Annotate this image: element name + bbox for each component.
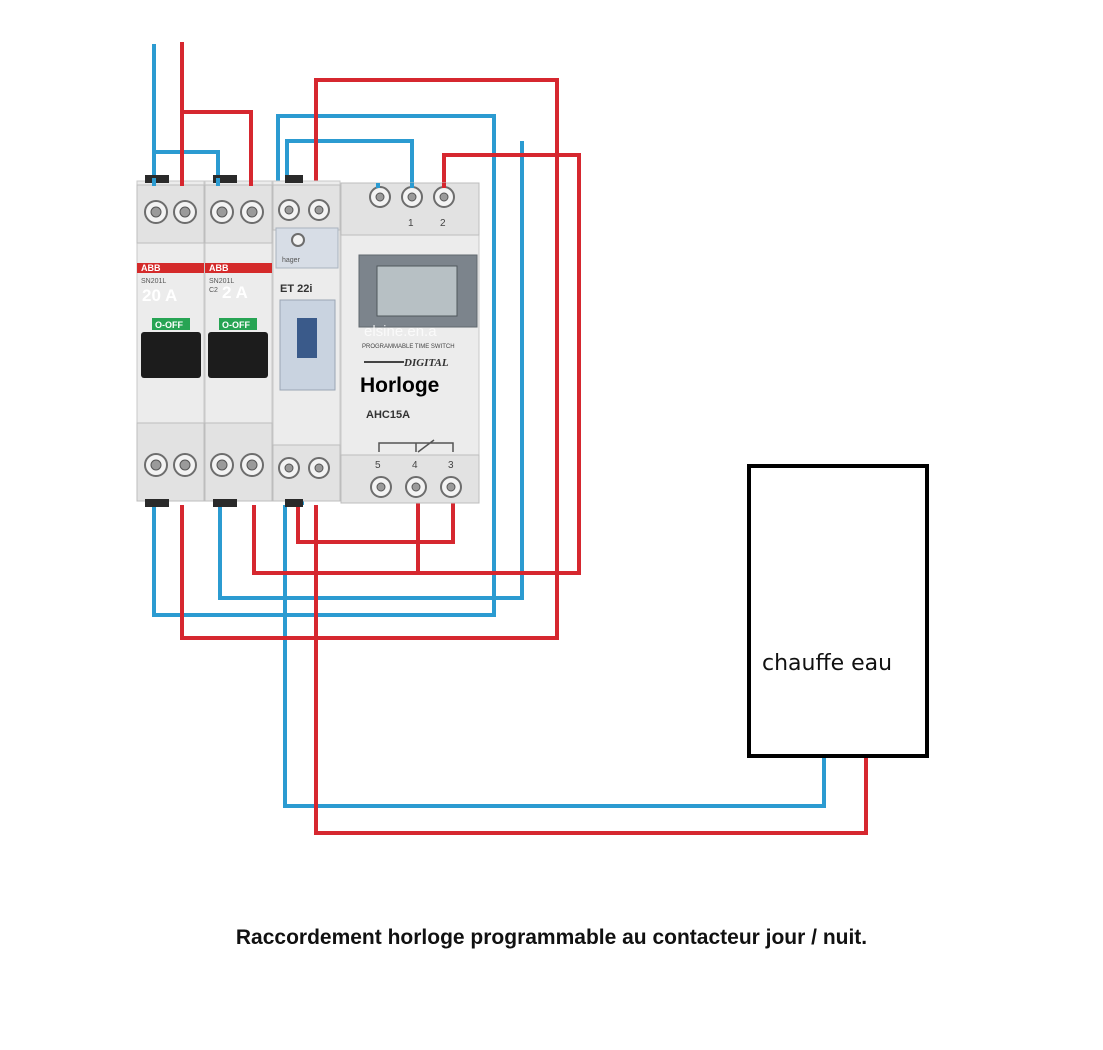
phase-clock-out-wire — [252, 153, 581, 575]
screw-icon — [179, 206, 191, 218]
clock-brand: DIGITAL — [403, 357, 449, 369]
screw-icon — [439, 192, 449, 202]
screw-icon — [284, 205, 294, 215]
screw-icon — [216, 206, 228, 218]
terminal-number-3: 3 — [448, 460, 454, 471]
code-label: C2 — [209, 287, 218, 294]
phase-coil-wire — [296, 485, 455, 544]
coil-screw-icon — [291, 233, 305, 247]
din-clip — [285, 175, 303, 183]
phase-load-wire — [314, 505, 868, 835]
day-night-contactor: hager ET 22i — [272, 175, 341, 507]
heater-box — [747, 464, 929, 758]
abb-band — [205, 263, 272, 273]
contactor-slider — [297, 318, 317, 358]
rating-label: 20 A — [142, 286, 177, 305]
relay-symbol — [378, 439, 454, 453]
lever-status — [152, 318, 190, 330]
neutral-load-wire — [283, 505, 826, 808]
brand-label: ABB — [209, 263, 229, 273]
din-clip — [145, 175, 169, 183]
breaker-lever — [141, 332, 201, 378]
neutral-clock-top-wire — [285, 139, 414, 185]
screw-icon — [375, 192, 385, 202]
screw-icon — [407, 192, 417, 202]
watermark: elsine.en.a — [364, 323, 437, 340]
terminal-number-1: 1 — [408, 218, 414, 229]
breaker-lever — [208, 332, 268, 378]
rating-label: 2 A — [222, 283, 248, 302]
contactor-model: ET 22i — [280, 283, 312, 295]
clock-label: Horloge — [360, 374, 439, 397]
screw-icon — [246, 459, 258, 471]
clock-body — [340, 182, 480, 504]
breaker-2a: ABB SN201L C2 2 A O-OFF — [204, 175, 273, 507]
din-clip — [213, 175, 237, 183]
screw-icon — [216, 459, 228, 471]
phase-bridge-wire — [182, 110, 253, 185]
screw-icon — [411, 482, 421, 492]
screw-icon — [150, 459, 162, 471]
screw-icon — [150, 206, 162, 218]
neutral-bridge-wire — [154, 150, 220, 185]
clock-model: AHC15A — [366, 409, 410, 421]
neutral-return-wire — [218, 141, 524, 600]
breaker-20a: ABB SN201L 20 A O-OFF — [136, 175, 205, 507]
din-clip — [285, 499, 303, 507]
screw-icon — [179, 459, 191, 471]
brand-label: ABB — [141, 263, 161, 273]
model-label: SN201L — [141, 278, 166, 285]
screw-icon — [446, 482, 456, 492]
terminal-number-2: 2 — [440, 218, 446, 229]
lever-status-text: O-OFF — [155, 320, 183, 330]
phase-clock-feed-wire — [180, 78, 559, 640]
terminal-number-4: 4 — [412, 460, 418, 471]
time-switch: 1 2 elsine.en.a PROGRAMMABLE TIME SWITCH… — [340, 182, 480, 504]
screw-icon — [314, 463, 324, 473]
din-clip — [145, 499, 169, 507]
contactor-brand: hager — [282, 257, 301, 264]
lcd-screen — [376, 265, 458, 317]
terminal-number-5: 5 — [375, 460, 381, 471]
screw-icon — [246, 206, 258, 218]
coil-housing — [275, 227, 339, 269]
screw-icon — [376, 482, 386, 492]
neutral-to-clock-wire — [152, 114, 496, 617]
heater-label: chauffe eau — [762, 651, 892, 676]
lever-status-text: O-OFF — [222, 320, 250, 330]
water-heater: chauffe eau — [747, 464, 929, 758]
screw-icon — [284, 463, 294, 473]
screw-icon — [314, 205, 324, 215]
model-label: SN201L — [209, 278, 234, 285]
terminal-stubs — [152, 178, 446, 188]
clock-caption: PROGRAMMABLE TIME SWITCH — [362, 344, 455, 350]
lever-status — [219, 318, 257, 330]
diagram-caption: Raccordement horloge programmable au con… — [235, 926, 868, 949]
din-clip — [213, 499, 237, 507]
abb-band — [137, 263, 204, 273]
